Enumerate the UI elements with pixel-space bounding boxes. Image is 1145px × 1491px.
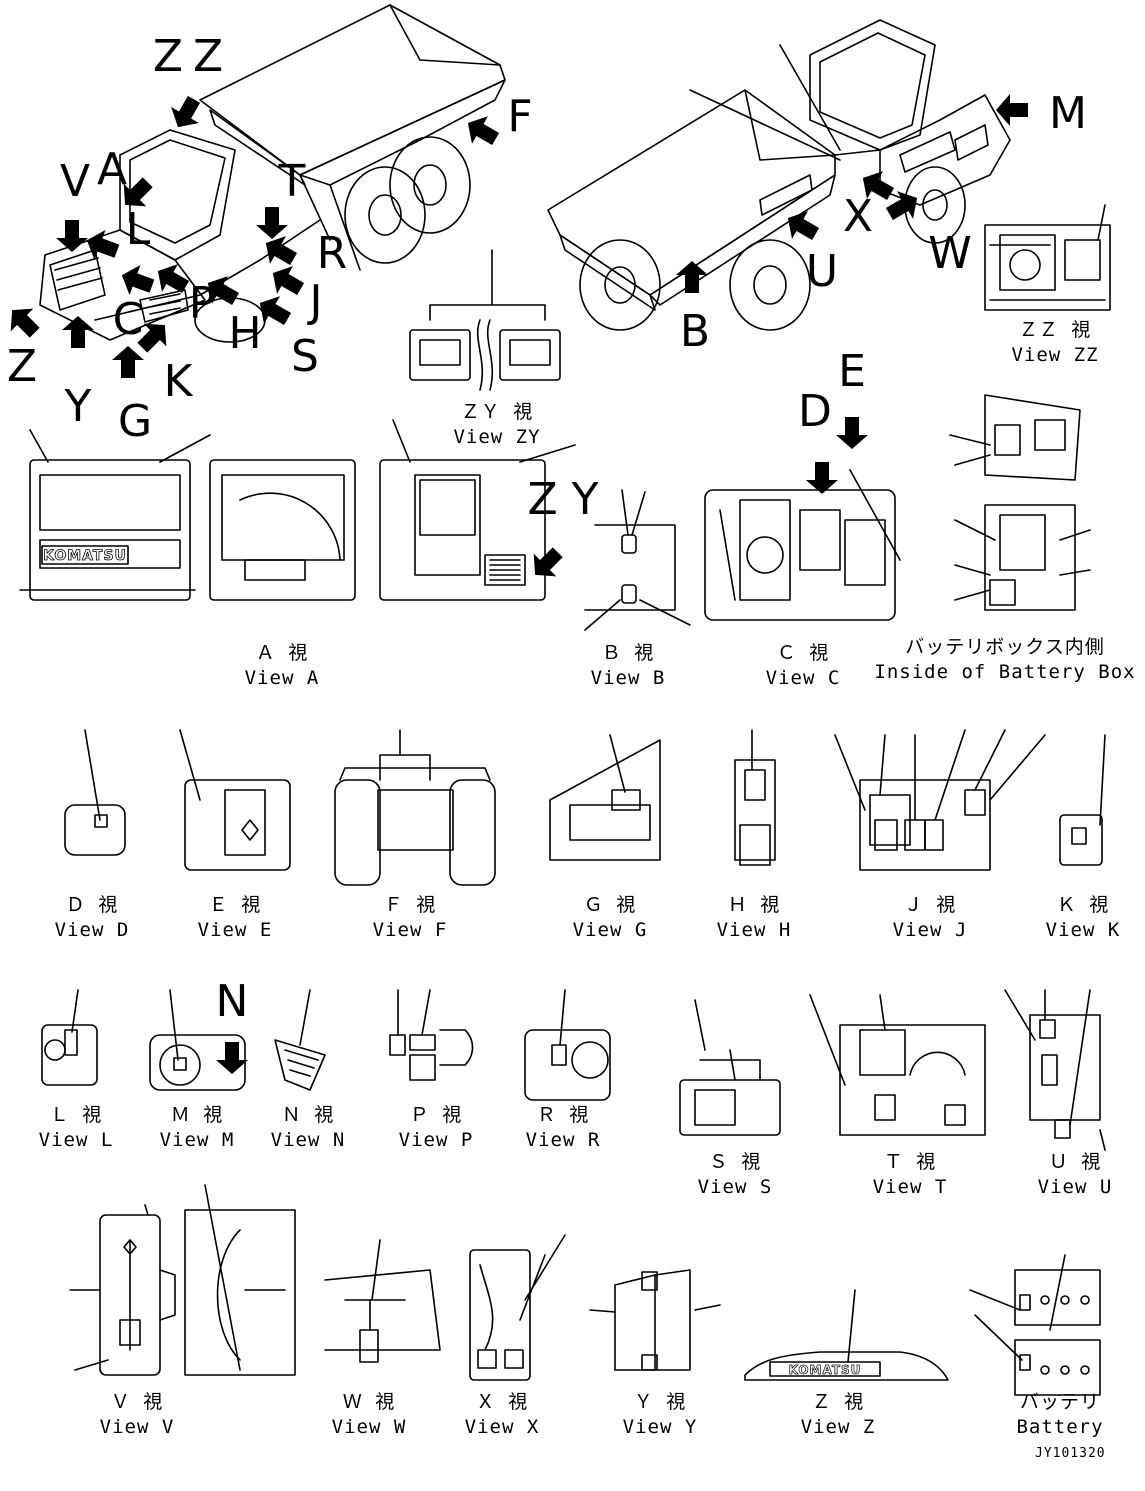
svg-text:KOMATSU: KOMATSU: [789, 1363, 862, 1377]
callout-y: Y: [64, 381, 92, 432]
callout-r: R: [316, 228, 348, 279]
callout-z: Z: [6, 341, 38, 392]
battery-drawing: [969, 1254, 1101, 1396]
callout-n: N: [215, 976, 249, 1027]
view-b-drawing: [584, 489, 691, 631]
view-r-drawing: [524, 989, 611, 1101]
view-l-drawing: [41, 989, 98, 1086]
callout-d: D: [798, 386, 832, 437]
callout-j: J: [309, 276, 323, 327]
view-y-drawing: [589, 1269, 721, 1371]
callout-k: K: [163, 356, 193, 407]
view-e-drawing: [179, 729, 291, 871]
view-h-drawing: [734, 729, 776, 866]
callout-v: V: [59, 156, 91, 207]
callout-u: U: [805, 246, 839, 297]
callout-c: C: [112, 294, 144, 345]
komatsu-logo-bumper: KOMATSU: [788, 1363, 862, 1378]
view-g-drawing: [549, 734, 661, 861]
callout-m: M: [1049, 88, 1087, 139]
callout-arrows: [0, 90, 1029, 1075]
callout-l: L: [125, 204, 151, 255]
view-k-drawing: [1059, 734, 1106, 866]
dump-truck-left-view: [39, 4, 506, 343]
view-p-drawing: [389, 989, 474, 1081]
callout-g: G: [117, 396, 153, 447]
komatsu-logo-cab: KOMATSU: [41, 545, 129, 565]
svg-text:KOMATSU: KOMATSU: [43, 548, 127, 564]
dump-truck-right-view: [547, 19, 1011, 331]
view-c-drawing: [704, 469, 901, 621]
callout-h: H: [228, 308, 262, 359]
view-zz-drawing: [984, 204, 1111, 311]
callout-p: P: [188, 278, 216, 329]
view-z-drawing: [744, 1289, 949, 1381]
view-n-drawing: [274, 989, 326, 1091]
view-s-drawing: [679, 999, 781, 1136]
view-j-drawing: [834, 729, 1046, 871]
view-a-drawing: [19, 419, 576, 601]
callout-w: W: [928, 228, 972, 279]
view-v-drawing: [69, 1184, 296, 1376]
view-u-drawing: [1004, 989, 1106, 1151]
callout-zz: ZZ: [152, 31, 234, 82]
callout-t: T: [278, 156, 306, 207]
view-t-drawing: [809, 994, 986, 1136]
view-d-drawing: [64, 729, 126, 856]
callout-a: A: [96, 144, 128, 195]
view-zy-drawing: [409, 249, 561, 391]
battery-box-drawing: [949, 394, 1091, 611]
callout-b: B: [679, 306, 711, 357]
view-f-drawing: [334, 729, 496, 886]
drawing-number: JY101320: [1035, 1446, 1106, 1461]
callout-s: S: [291, 331, 319, 382]
view-w-drawing: [324, 1239, 441, 1363]
callout-zy: ZY: [527, 474, 613, 525]
callout-x: X: [842, 191, 874, 242]
view-x-drawing: [469, 1234, 566, 1381]
callout-f: F: [507, 91, 533, 142]
callout-e: E: [838, 346, 866, 397]
